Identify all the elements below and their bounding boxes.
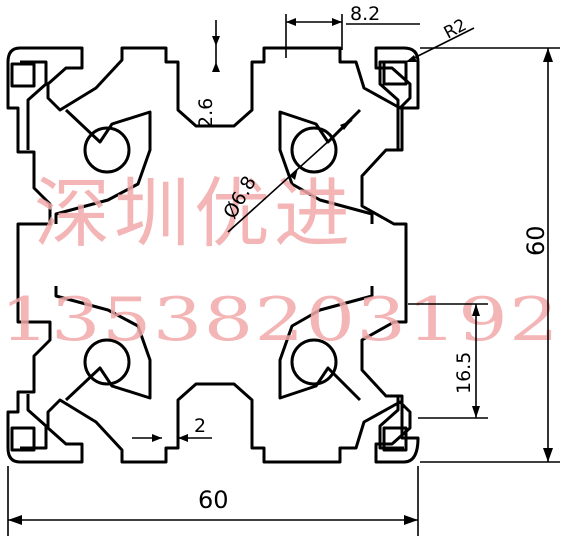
dim-height-label: 60: [522, 225, 550, 256]
core-web-lower: [54, 286, 374, 402]
dim-lip-thickness: 2.6: [195, 20, 220, 128]
dim-corner-radius-label: R2: [441, 15, 470, 43]
corner-square-bottom-right: [382, 426, 408, 452]
watermark-company: 深圳优进: [34, 169, 354, 258]
bore-hole-bottom-right: [290, 338, 338, 386]
dim-width: 60: [7, 466, 419, 536]
bore-hole-bottom-left: [83, 338, 131, 386]
watermark-phone: 13538203192: [0, 285, 560, 355]
bore-hole-top-left: [83, 126, 131, 174]
dim-slot-opening: 8.2: [285, 3, 420, 58]
outer-contour: [6, 46, 420, 464]
bore-holes: [83, 126, 338, 386]
corner-square-bottom-left: [10, 426, 36, 452]
dim-wall-thickness-label: 2: [194, 415, 206, 437]
dim-slot-depth-label: 16.5: [453, 352, 475, 394]
dimension-annotations: 8.2 R2 2.6 Ø6.8: [7, 3, 560, 536]
core-web-upper: [54, 108, 374, 224]
watermark: 深圳优进 13538203192: [0, 169, 560, 355]
dim-wall-thickness: 2: [132, 415, 212, 442]
bore-hole-top-right: [290, 126, 338, 174]
inner-lip-bottom-left: [20, 394, 48, 450]
inner-lip-bottom-right: [378, 396, 404, 450]
corner-square-top-left: [10, 62, 36, 88]
dim-slot-depth: 16.5: [408, 303, 488, 419]
inner-lip-top-left: [20, 60, 48, 150]
dim-lip-thickness-label: 2.6: [195, 98, 217, 128]
dim-slot-opening-label: 8.2: [350, 3, 380, 25]
dim-width-label: 60: [198, 486, 229, 514]
corner-square-top-right: [382, 60, 408, 86]
profile-outline: [6, 46, 420, 464]
dim-height: 60: [420, 47, 560, 463]
